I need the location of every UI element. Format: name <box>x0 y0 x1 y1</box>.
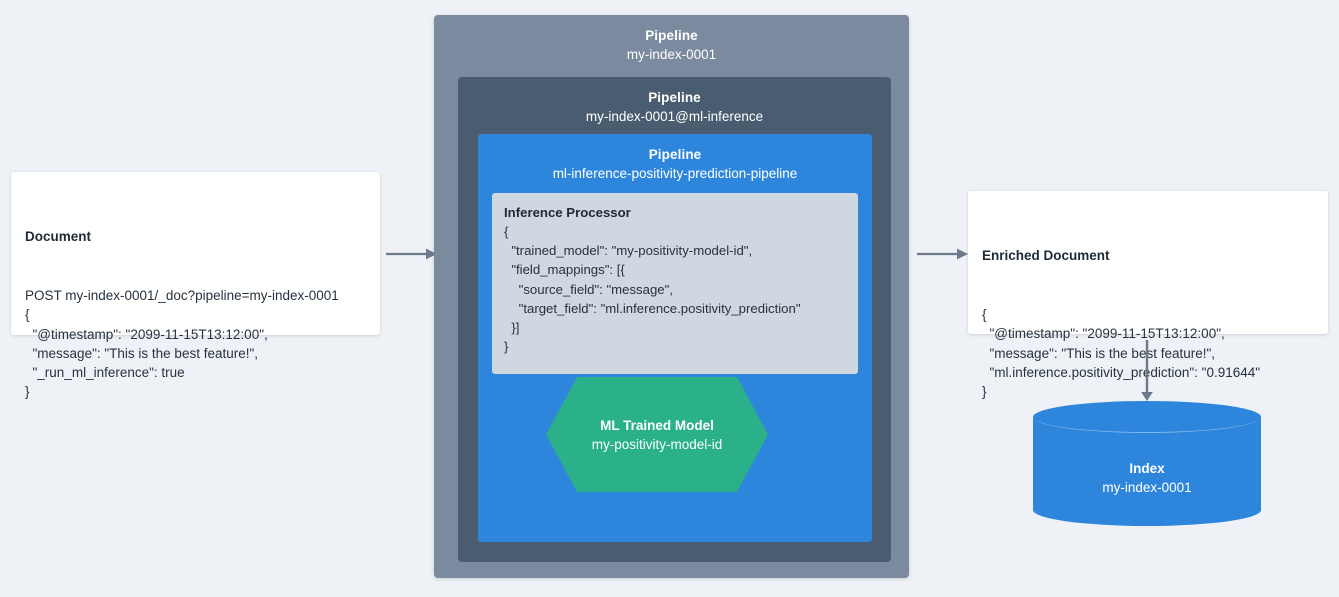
index-name: my-index-0001 <box>1102 480 1192 495</box>
inference-processor-title: Inference Processor <box>504 205 631 220</box>
ml-trained-model-shape: ML Trained Model my-positivity-model-id <box>546 377 768 492</box>
pipeline-inner: Pipeline ml-inference-positivity-predict… <box>478 134 872 542</box>
index-label: Index <box>1129 461 1165 476</box>
pipeline-outer-header: Pipeline my-index-0001 <box>434 15 909 65</box>
index-cylinder: Index my-index-0001 <box>1033 401 1261 526</box>
ml-trained-model-label: ML Trained Model <box>600 417 714 433</box>
source-document-card: Document POST my-index-0001/_doc?pipelin… <box>11 172 380 399</box>
pipeline-outer-label: Pipeline <box>645 28 698 43</box>
enriched-document-card: Enriched Document { "@timestamp": "2099-… <box>968 191 1328 399</box>
pipeline-inner-label: Pipeline <box>648 147 702 162</box>
arrow-pipeline-to-enriched-document <box>917 248 968 260</box>
pipeline-middle-header: Pipeline my-index-0001@ml-inference <box>458 77 891 127</box>
inference-processor-body: { "trained_model": "my-positivity-model-… <box>504 224 801 355</box>
ml-trained-model-hexagon: ML Trained Model my-positivity-model-id <box>546 377 768 492</box>
pipeline-inner-name: ml-inference-positivity-prediction-pipel… <box>552 166 798 181</box>
pipeline-outer-name: my-index-0001 <box>626 47 717 62</box>
index-cylinder-top <box>1033 401 1261 433</box>
pipeline-inner-header: Pipeline ml-inference-positivity-predict… <box>478 134 872 184</box>
source-document-body: POST my-index-0001/_doc?pipeline=my-inde… <box>25 288 339 400</box>
arrow-enriched-document-to-index <box>1141 340 1153 401</box>
index-cylinder-caption: Index my-index-0001 <box>1033 459 1261 497</box>
source-document-title: Document <box>25 229 92 244</box>
pipeline-middle: Pipeline my-index-0001@ml-inference Pipe… <box>458 77 891 562</box>
pipeline-middle-label: Pipeline <box>648 90 701 105</box>
inference-processor-card: Inference Processor { "trained_model": "… <box>492 193 858 374</box>
ml-trained-model-name: my-positivity-model-id <box>591 436 723 452</box>
enriched-document-title: Enriched Document <box>982 248 1110 263</box>
pipeline-middle-name: my-index-0001@ml-inference <box>585 109 764 124</box>
pipeline-outer: Pipeline my-index-0001 Pipeline my-index… <box>434 15 909 578</box>
arrow-document-to-pipeline <box>386 248 437 260</box>
